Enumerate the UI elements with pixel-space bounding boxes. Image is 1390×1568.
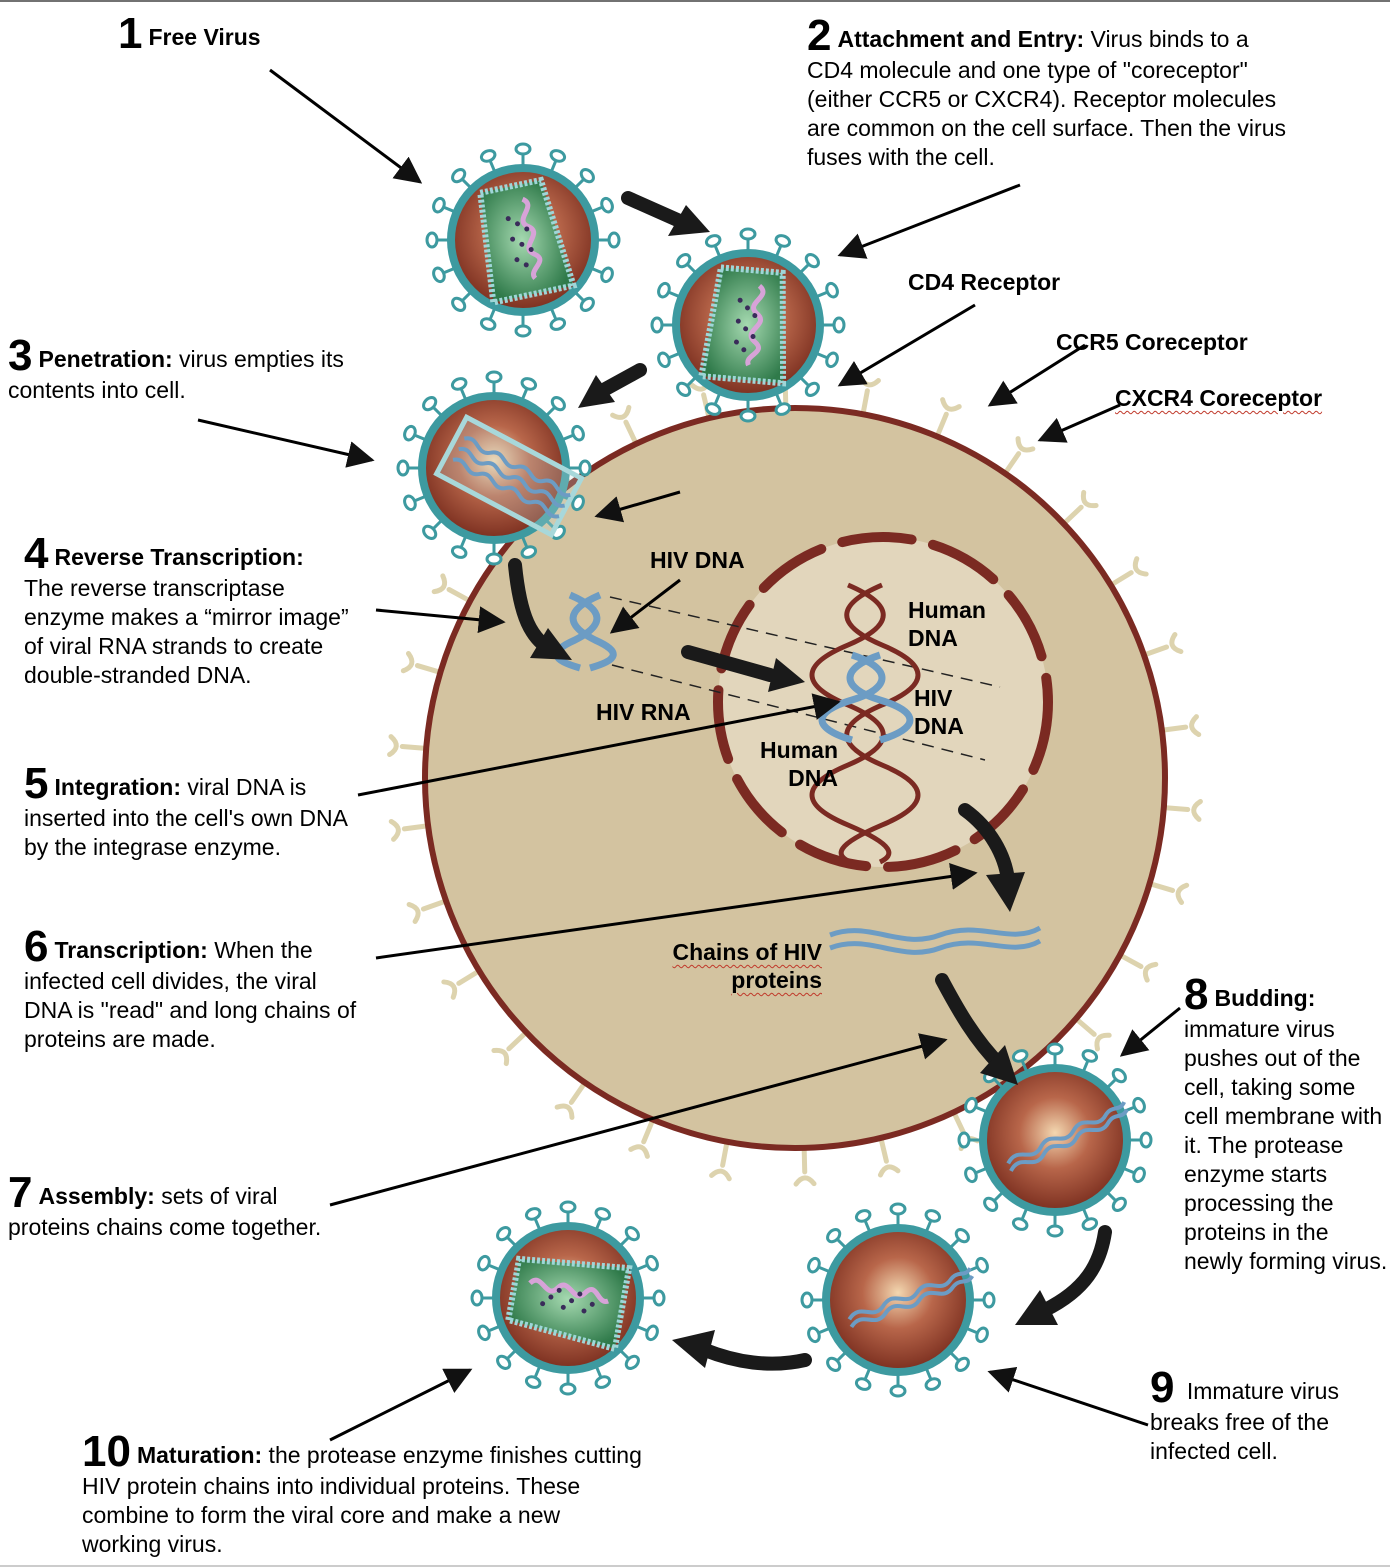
penetrating-virus (396, 370, 592, 566)
receptor-icon (1163, 798, 1203, 822)
attaching-virus (650, 227, 846, 423)
virus-particles (396, 142, 1153, 1398)
reverse-transcribed-dna (553, 591, 617, 672)
receptor-icon (1119, 953, 1159, 983)
immature-virus (800, 1202, 996, 1398)
receptor-icon (406, 899, 447, 924)
receptor-icon (610, 404, 638, 445)
step-9-label: 9 Immature virus breaks free of the infe… (1150, 1363, 1339, 1465)
human-dna-helix (809, 582, 921, 865)
integrated-hiv-dna-label: HIV DNA (914, 685, 964, 739)
receptor-icon (1149, 881, 1190, 906)
cxcr4-coreceptor-label: CXCR4 Coreceptor (1115, 385, 1323, 411)
receptor-icon (554, 1081, 587, 1120)
hiv-dna-label: HIV DNA (650, 547, 745, 573)
receptor-icon (491, 1031, 528, 1067)
receptor-icon (441, 969, 481, 1000)
hiv-rna-label: HIV RNA (596, 699, 691, 725)
budding-virus (957, 1042, 1153, 1238)
guide-line-upper (609, 596, 1001, 688)
receptor-icon (1161, 714, 1202, 738)
receptor-icon (877, 1137, 901, 1178)
receptor-icon (387, 734, 427, 758)
flow-arrowheads (530, 205, 1058, 1368)
receptor-icon (628, 1118, 655, 1159)
protein-chains-graphic (829, 925, 1042, 955)
receptor-icon (1062, 489, 1099, 525)
receptor-icon (1143, 632, 1184, 657)
receptor-icon (431, 573, 471, 603)
pointer-arrows (197, 68, 1181, 1442)
integrated-hiv-dna-helix (818, 651, 914, 744)
human-dna-label-bottom: Human DNA (760, 737, 838, 791)
receptor-icon (1075, 1017, 1112, 1052)
receptor-icon (935, 397, 962, 438)
nuclear-membrane (713, 532, 1053, 872)
mature-virus (470, 1200, 666, 1396)
protein-chains-label: Chains of HIV proteins (672, 939, 822, 993)
receptor-icon (858, 374, 881, 415)
guide-line-lower (611, 664, 986, 761)
ccr5-coreceptor-label: CCR5 Coreceptor (1056, 329, 1248, 355)
receptor-icon (793, 1147, 817, 1187)
receptor-icon (1003, 436, 1036, 475)
receptor-icon (388, 818, 429, 842)
cd4-receptor-label: CD4 Receptor (908, 269, 1061, 295)
free-virus (425, 142, 621, 338)
receptor-icon (1109, 556, 1149, 587)
receptor-icon (400, 650, 441, 675)
receptor-icon (709, 1141, 732, 1182)
human-dna-label-top: Human DNA (908, 597, 986, 651)
